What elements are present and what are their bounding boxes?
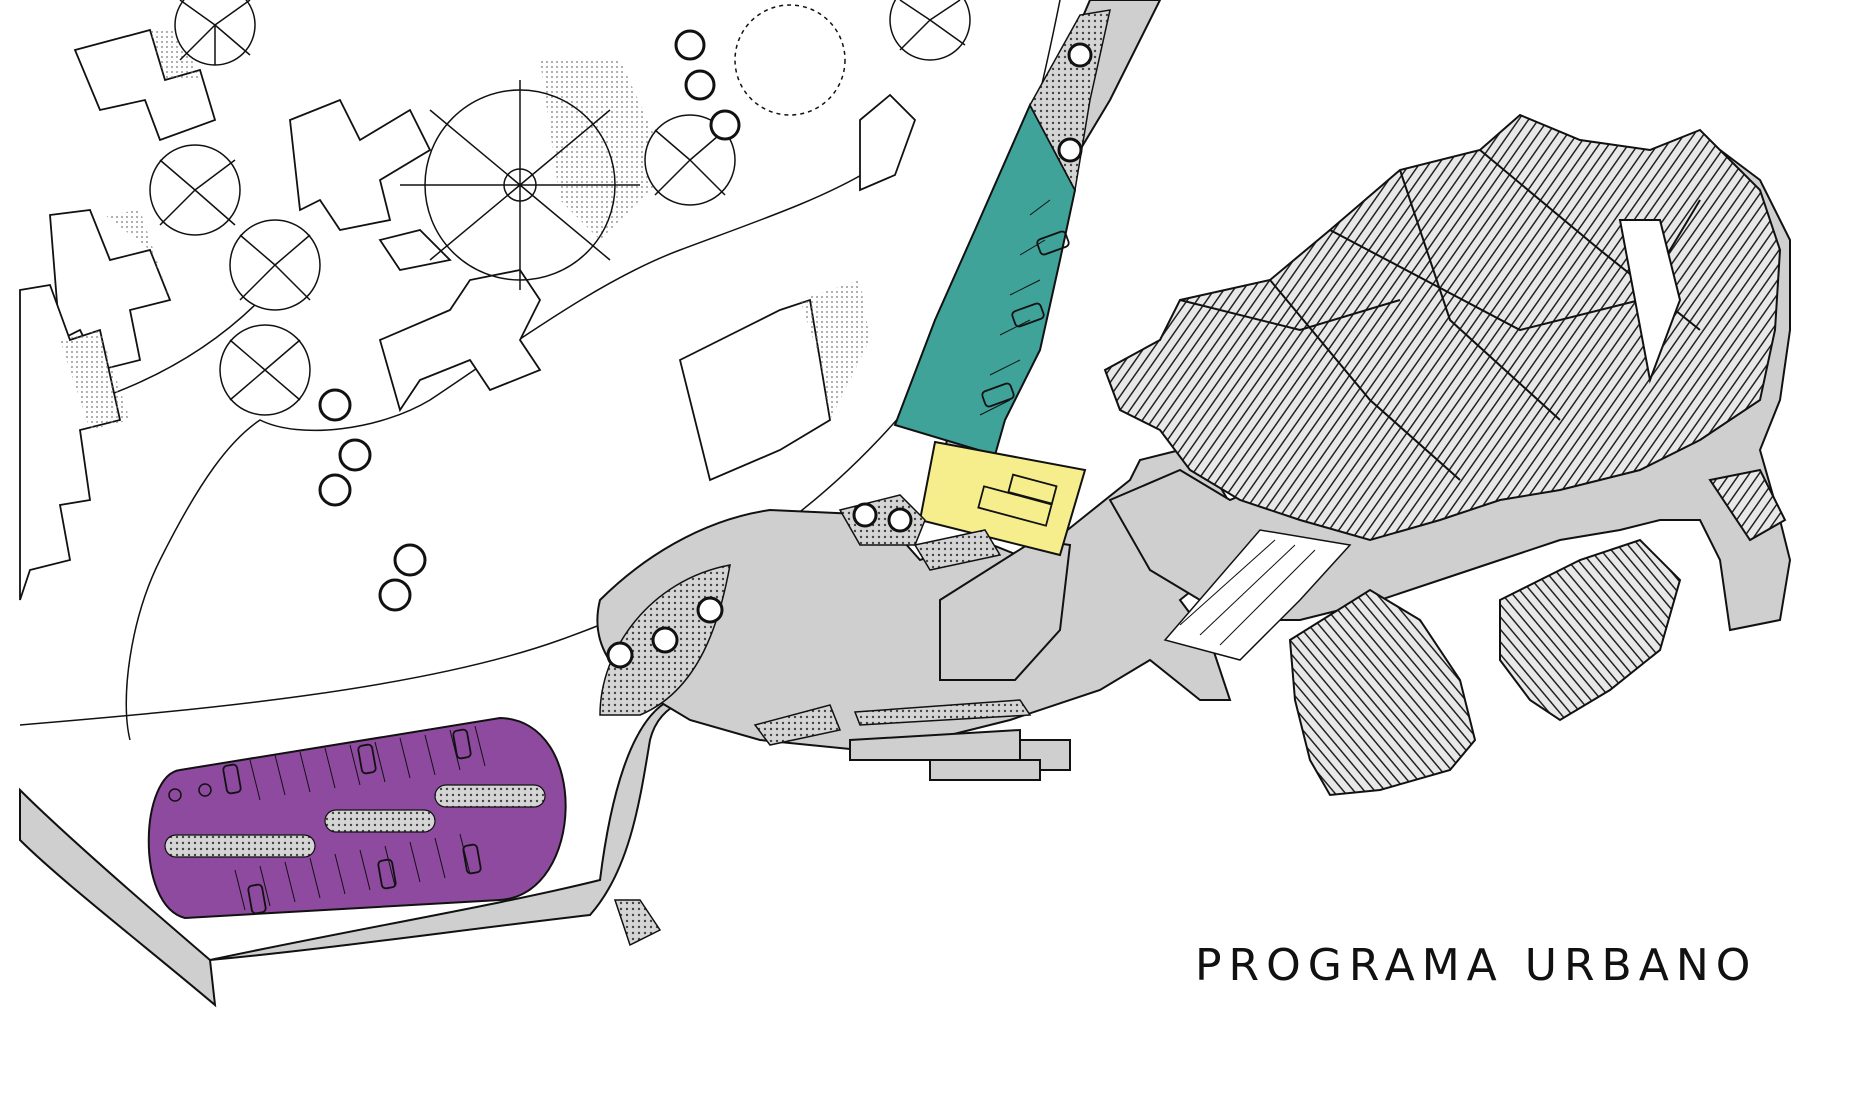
car-icon bbox=[377, 858, 397, 890]
wheelchair-icon bbox=[198, 783, 212, 797]
car-icons bbox=[222, 230, 1070, 915]
yellow-drop-off-zone bbox=[918, 440, 1087, 557]
car-icon bbox=[247, 883, 267, 915]
shrub-icon bbox=[651, 626, 679, 654]
shrub-icon bbox=[338, 438, 372, 472]
tree-icon bbox=[644, 114, 736, 206]
car-icon bbox=[222, 763, 242, 795]
tree-icon bbox=[889, 0, 971, 61]
tree-icons bbox=[149, 0, 971, 416]
shrub-icon bbox=[709, 109, 741, 141]
main-building-roof bbox=[1103, 113, 1782, 542]
shrub-icon bbox=[378, 578, 412, 612]
tree-icon bbox=[734, 4, 846, 116]
shrub-icons bbox=[318, 29, 1093, 669]
shrub-icon bbox=[684, 69, 716, 101]
wheelchair-icons bbox=[168, 783, 212, 802]
car-icon bbox=[1036, 230, 1070, 256]
shrub-icon bbox=[852, 502, 878, 528]
shrub-icon bbox=[1067, 42, 1093, 68]
tree-icon bbox=[174, 0, 256, 66]
tree-icon bbox=[219, 324, 311, 416]
shrub-icon bbox=[674, 29, 706, 61]
car-icon bbox=[1011, 302, 1045, 328]
car-icon bbox=[462, 843, 482, 875]
tree-icon bbox=[229, 219, 321, 311]
bus-icon bbox=[1007, 473, 1058, 505]
wheelchair-icon bbox=[168, 788, 182, 802]
car-icon bbox=[981, 382, 1015, 408]
bus-icons bbox=[977, 473, 1058, 527]
small-building-roofs bbox=[1288, 468, 1787, 797]
shrub-icon bbox=[887, 507, 913, 533]
shrub-icon bbox=[393, 543, 427, 577]
purple-parking-lot bbox=[147, 716, 567, 920]
shrub-icon bbox=[606, 641, 634, 669]
teal-parking-lot bbox=[893, 9, 1111, 457]
tree-icon bbox=[400, 80, 640, 290]
entrance-stairs bbox=[1163, 529, 1352, 661]
page-title: PROGRAMA URBANO bbox=[1195, 940, 1758, 991]
shrub-icon bbox=[318, 473, 352, 507]
car-icon bbox=[452, 728, 472, 760]
shrub-icon bbox=[1057, 137, 1083, 163]
tree-icon bbox=[149, 144, 241, 236]
shrub-icon bbox=[696, 596, 724, 624]
shrub-icon bbox=[318, 388, 352, 422]
car-icon bbox=[357, 743, 377, 775]
